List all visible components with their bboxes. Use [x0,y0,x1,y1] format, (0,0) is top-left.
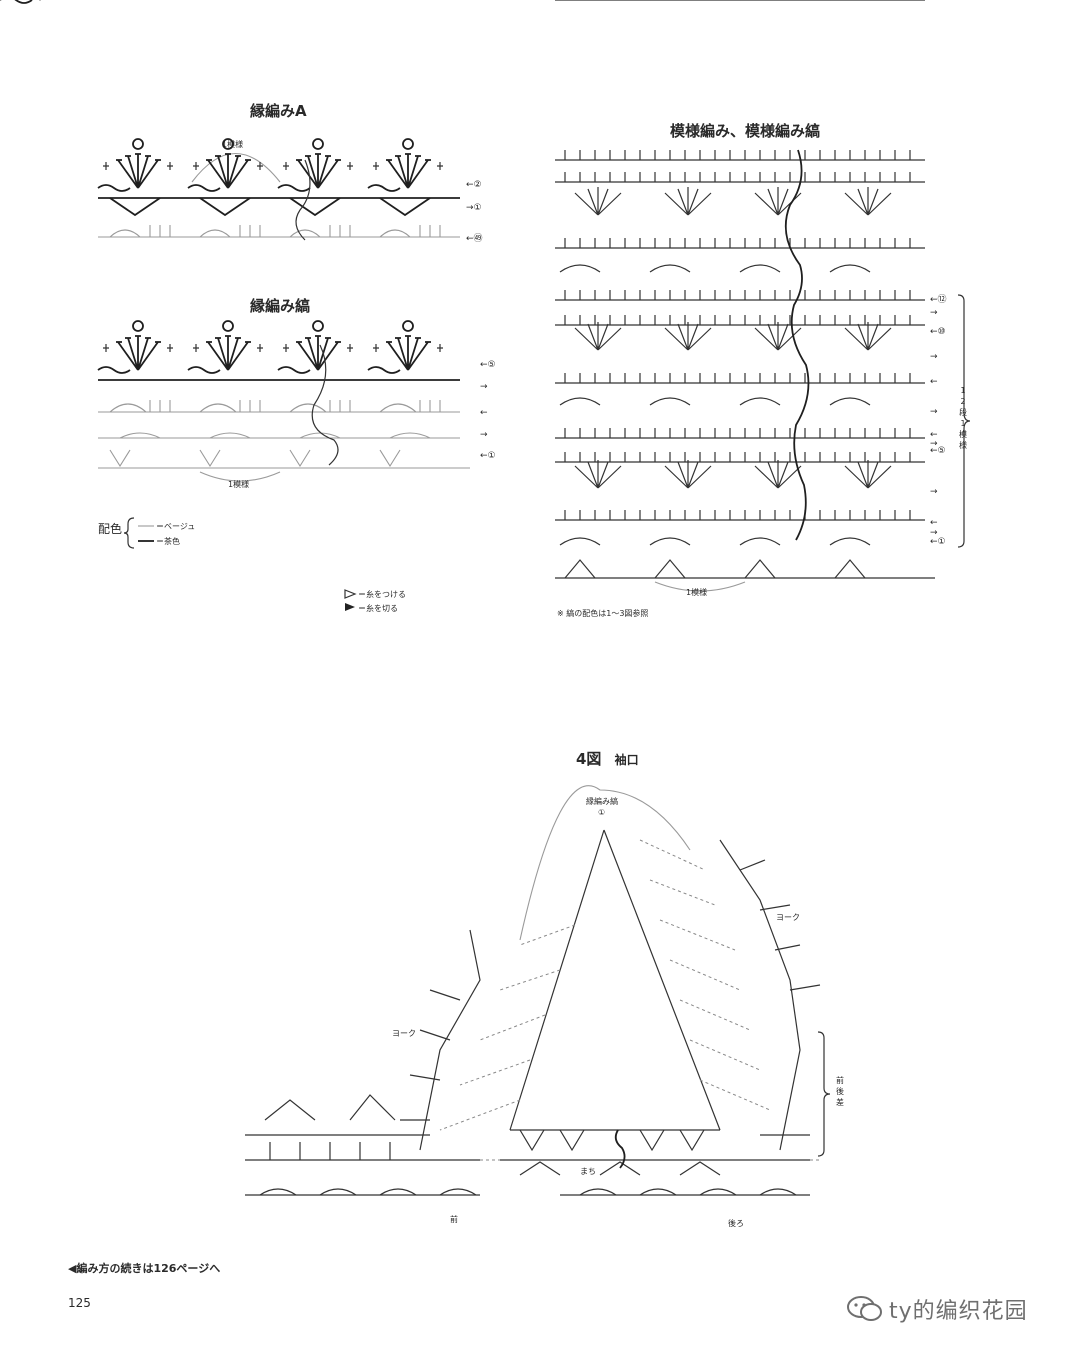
chart-pattern-side-label: 12段1模様 [959,386,967,450]
chart-stripe-title: 縁編み縞 [250,297,311,315]
chart-pattern-row-10: ←⑩ [930,327,946,337]
watermark-text: ty的编织花园 [889,1299,1028,1324]
chart-pattern-row-3: ← [930,518,938,528]
figure4-number: 4図 [576,750,602,768]
figure4-yoke-right: ヨーク [776,913,800,922]
chart-pattern-row-5b: → [930,439,938,449]
chart-pattern-row-6: ← [930,430,938,440]
watermark: ty的编织花园 [845,1293,1028,1325]
chart-stripe-row-label-1: ←① [480,451,496,461]
chart-pattern-row-11: → [930,308,938,318]
chart-stripe-row-label-3: ← [480,408,488,418]
figure4-top-label: 縁編み縞 [586,797,618,806]
figure4-subtitle: 袖口 [614,753,639,767]
continue-note: ◀編み方の続きは126ページへ [68,1262,221,1275]
figure4-back: 後ろ [728,1219,744,1228]
chart-stripe-repeat-label: 1模様 [228,480,250,489]
chart-a-row-label-2: ←② [466,180,482,190]
chart-pattern-repeat-label: 1模様 [686,588,708,597]
figure4-gusset: まち [580,1167,596,1176]
chart-pattern-title: 模様編み、模様編み縞 [670,122,821,140]
chart-pattern-row-8: ← [930,377,938,387]
figure4-side-label: 前後差 [836,1076,844,1107]
color-legend-brown: ＝茶色 [156,537,180,546]
chart-pattern-row-2: → [930,528,938,538]
figure4-top-number: ① [598,808,606,817]
chart-a-row-label-49: ←㊾ [466,234,483,244]
chart-a-title: 縁編みA [250,102,307,120]
wechat-icon [847,1296,882,1321]
figure4-yoke-left: ヨーク [392,1029,416,1038]
chart-pattern-row-1: ←① [930,537,946,547]
chart-pattern-row-4: → [930,487,938,497]
chart-pattern-row-12: ←⑫ [930,295,947,305]
figure4-title: 4図 袖口 [576,748,639,769]
chart-stripe-row-label-4: → [480,382,488,392]
page-number: 125 [68,1296,91,1310]
chart-pattern-note: ※ 縞の配色は1〜3図参照 [557,609,649,618]
color-legend-title: 配色 [98,522,123,536]
color-legend-beige: ＝ベージュ [156,522,196,531]
color-legend: 配色 [98,518,122,537]
chart-stripe-row-label-2: → [480,430,488,440]
chart-pattern-row-7: → [930,407,938,417]
chart-a-row-label-1: →① [466,203,482,213]
chart-stripe-row-label-5: ←⑤ [480,360,496,370]
figure4-front: 前 [450,1215,458,1224]
chart-pattern-row-9: → [930,352,938,362]
thread-legend-cut: ＝糸を切る [358,604,398,613]
thread-legend-attach: ＝糸をつける [358,590,406,599]
chart-pattern-row-5: ←⑤ [930,446,946,456]
